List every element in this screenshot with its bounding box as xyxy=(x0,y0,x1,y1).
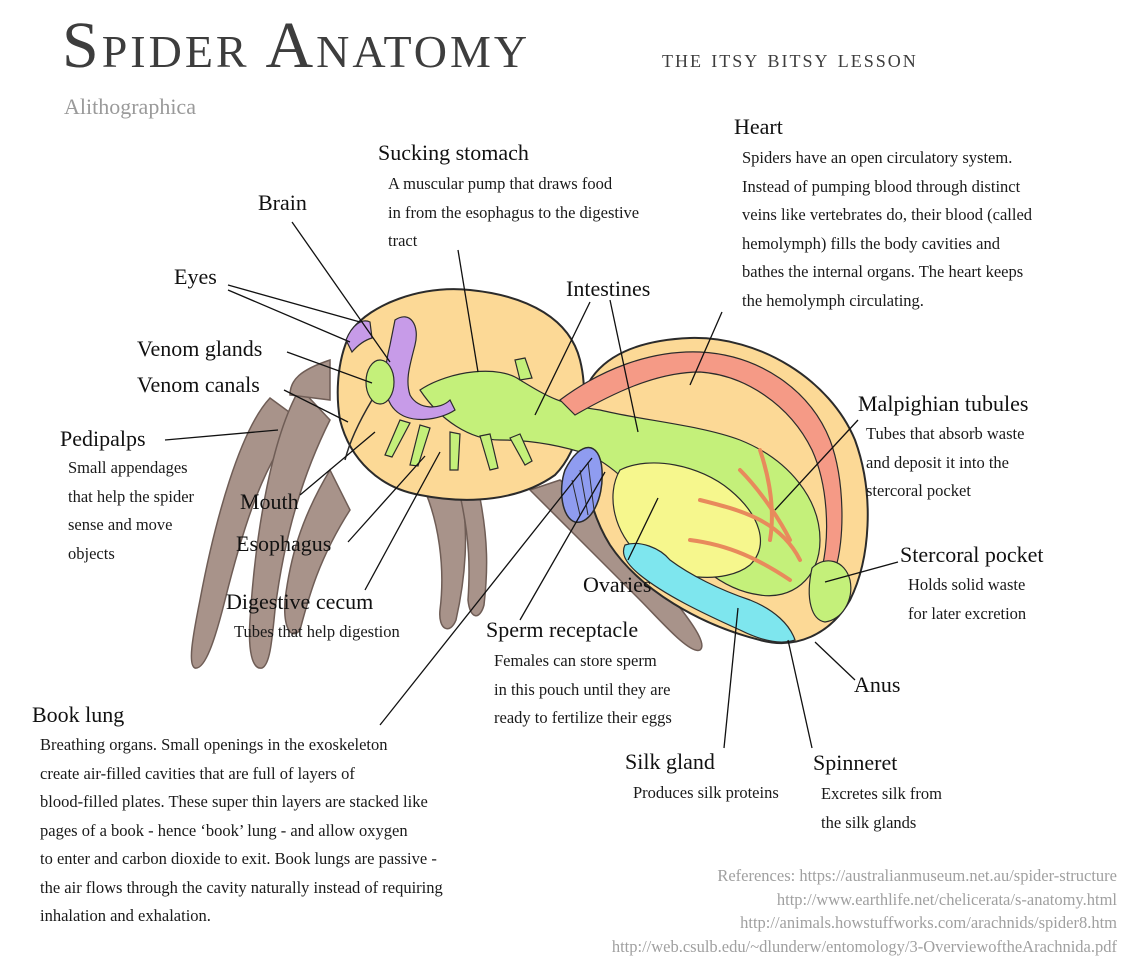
venom-canal xyxy=(344,399,373,461)
page-title: Spider Anatomy xyxy=(62,9,531,82)
label-malpighian-tubules: Malpighian tubules xyxy=(858,391,1029,416)
desc-sperm-receptacle: Females can store sperm in this pouch un… xyxy=(494,651,672,727)
label-eyes: Eyes xyxy=(174,264,217,289)
reference-line: References: https://australianmuseum.net… xyxy=(717,866,1117,885)
label-intestines: Intestines xyxy=(566,276,651,301)
label-pedipalps: Pedipalps xyxy=(60,426,146,451)
credit-text: Alithographica xyxy=(64,94,196,119)
eyes xyxy=(345,320,373,354)
desc-book-lung: Breathing organs. Small openings in the … xyxy=(40,735,443,925)
book-lung xyxy=(560,446,603,523)
reference-line: http://animals.howstuffworks.com/arachni… xyxy=(740,913,1117,932)
desc-pedipalps: Small appendages that help the spider se… xyxy=(68,458,195,563)
leader-lines xyxy=(164,221,899,749)
label-mouth: Mouth xyxy=(240,489,299,514)
label-sperm-receptacle: Sperm receptacle xyxy=(486,617,639,642)
desc-heart: Spiders have an open circulatory system.… xyxy=(742,148,1033,310)
label-stercoral-pocket: Stercoral pocket xyxy=(900,542,1044,567)
label-ovaries: Ovaries xyxy=(583,572,652,597)
stercoral-pocket xyxy=(808,560,852,623)
label-spinneret: Spinneret xyxy=(813,750,898,775)
desc-silk-gland: Produces silk proteins xyxy=(633,783,779,802)
silk-gland xyxy=(622,542,796,643)
label-brain: Brain xyxy=(258,190,307,215)
desc-digestive-cecum: Tubes that help digestion xyxy=(234,622,400,641)
label-anus: Anus xyxy=(854,672,901,697)
desc-stercoral-pocket: Holds solid waste for later excretion xyxy=(908,575,1027,623)
malpighian-tubules xyxy=(688,448,802,582)
references: References: https://australianmuseum.net… xyxy=(612,864,1117,958)
label-venom-canals: Venom canals xyxy=(137,372,260,397)
label-heart: Heart xyxy=(734,114,783,139)
label-silk-gland: Silk gland xyxy=(625,749,715,774)
label-sucking-stomach: Sucking stomach xyxy=(378,140,529,165)
reference-line: http://web.csulb.edu/~dlunderw/entomolog… xyxy=(611,936,1117,956)
desc-spinneret: Excretes silk from the silk glands xyxy=(821,784,942,832)
label-venom-glands: Venom glands xyxy=(137,336,263,361)
label-esophagus: Esophagus xyxy=(236,531,332,556)
venom-gland xyxy=(365,359,395,405)
reference-line: http://www.earthlife.net/chelicerata/s-a… xyxy=(776,889,1117,909)
spider-legs xyxy=(190,358,703,669)
label-book-lung: Book lung xyxy=(32,702,125,727)
page-subtitle: the itsy bitsy lesson xyxy=(662,46,918,73)
digestive-cecum-branches xyxy=(384,357,533,471)
label-digestive-cecum: Digestive cecum xyxy=(226,589,374,614)
desc-sucking-stomach: A muscular pump that draws food in from … xyxy=(388,174,640,250)
desc-malpighian-tubules: Tubes that absorb waste and deposit it i… xyxy=(866,424,1025,500)
